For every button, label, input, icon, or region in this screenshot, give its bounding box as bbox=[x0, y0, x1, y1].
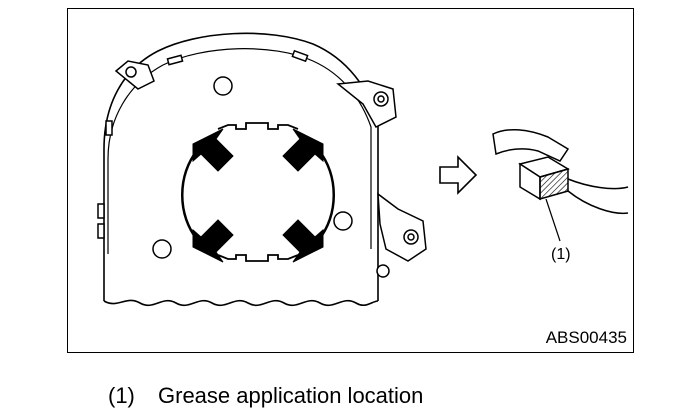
figure-code: ABS00435 bbox=[545, 328, 627, 347]
caption-text: Grease application location bbox=[158, 383, 424, 408]
solid-arrow-icon bbox=[192, 219, 234, 263]
callout-label: (1) bbox=[551, 246, 571, 263]
grease-arrows bbox=[192, 128, 324, 263]
caption-number: (1) bbox=[108, 383, 135, 408]
technical-drawing bbox=[97, 32, 629, 307]
solid-arrow-icon bbox=[282, 128, 324, 172]
figure-frame: (1) ABS00435 bbox=[67, 8, 634, 353]
hollow-right-arrow-icon bbox=[439, 155, 478, 195]
solid-arrow-icon bbox=[282, 219, 324, 263]
bolt-holes bbox=[152, 76, 353, 259]
centre-opening bbox=[180, 122, 336, 262]
solid-arrow-icon bbox=[192, 128, 234, 172]
mounting-tabs bbox=[97, 49, 427, 278]
seal-detail bbox=[492, 129, 629, 242]
caption: (1) Grease application location bbox=[108, 383, 423, 409]
